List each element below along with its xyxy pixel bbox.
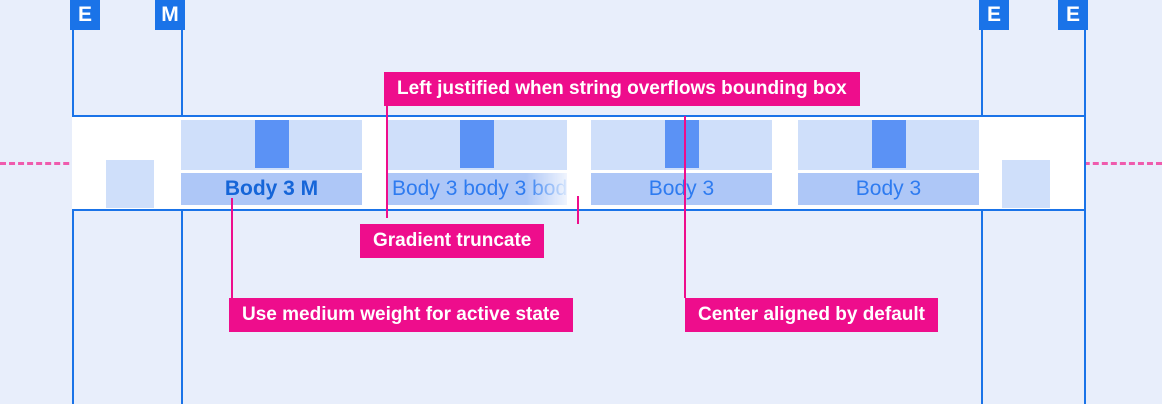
cell-body-3-m[interactable]: Body 3 M bbox=[181, 120, 362, 205]
annotation-leader-line bbox=[577, 196, 579, 224]
tab-label: Body 3 bbox=[798, 173, 979, 205]
tab-icon-slot bbox=[386, 120, 567, 170]
tab-label: Body 3 M bbox=[181, 173, 362, 205]
tab-label: Body 3 body 3 body 3 bbox=[386, 173, 567, 205]
annotation-leader-line bbox=[386, 106, 388, 218]
tab-label: Body 3 bbox=[591, 173, 772, 205]
tab-icon-slot bbox=[181, 120, 362, 170]
cell-body-3-center-b[interactable]: Body 3 bbox=[798, 120, 979, 205]
annotation-leader-line bbox=[231, 198, 233, 298]
spacing-badge-e: E bbox=[1058, 0, 1088, 30]
tab-glyph-icon bbox=[255, 120, 289, 168]
annotation-leader-line bbox=[684, 116, 686, 298]
tab-icon-slot bbox=[798, 120, 979, 170]
tab-glyph-icon bbox=[665, 120, 699, 168]
annotation-center-aligned: Center aligned by default bbox=[685, 298, 938, 332]
spacing-badge-m: M bbox=[155, 0, 185, 30]
end-cap-right[interactable] bbox=[1002, 160, 1050, 208]
spacing-badge-e: E bbox=[979, 0, 1009, 30]
spacing-guideline: E bbox=[1058, 0, 1088, 404]
annotation-gradient-truncate: Gradient truncate bbox=[360, 224, 545, 258]
tab-glyph-icon bbox=[460, 120, 494, 168]
cell-body-3-center-a[interactable]: Body 3 bbox=[591, 120, 772, 205]
tab-glyph-icon bbox=[872, 120, 906, 168]
end-cap-left[interactable] bbox=[106, 160, 154, 208]
cell-body-3-overflow[interactable]: Body 3 body 3 body 3 bbox=[386, 120, 567, 205]
annotation-left-justified: Left justified when string overflows bou… bbox=[384, 72, 860, 106]
annotation-medium-weight: Use medium weight for active state bbox=[229, 298, 573, 332]
tab-icon-slot bbox=[591, 120, 772, 170]
spacing-badge-e: E bbox=[70, 0, 100, 30]
tab-bar-component: Body 3 M Body 3 body 3 body 3 Body 3 Body 3 bbox=[72, 115, 1084, 211]
